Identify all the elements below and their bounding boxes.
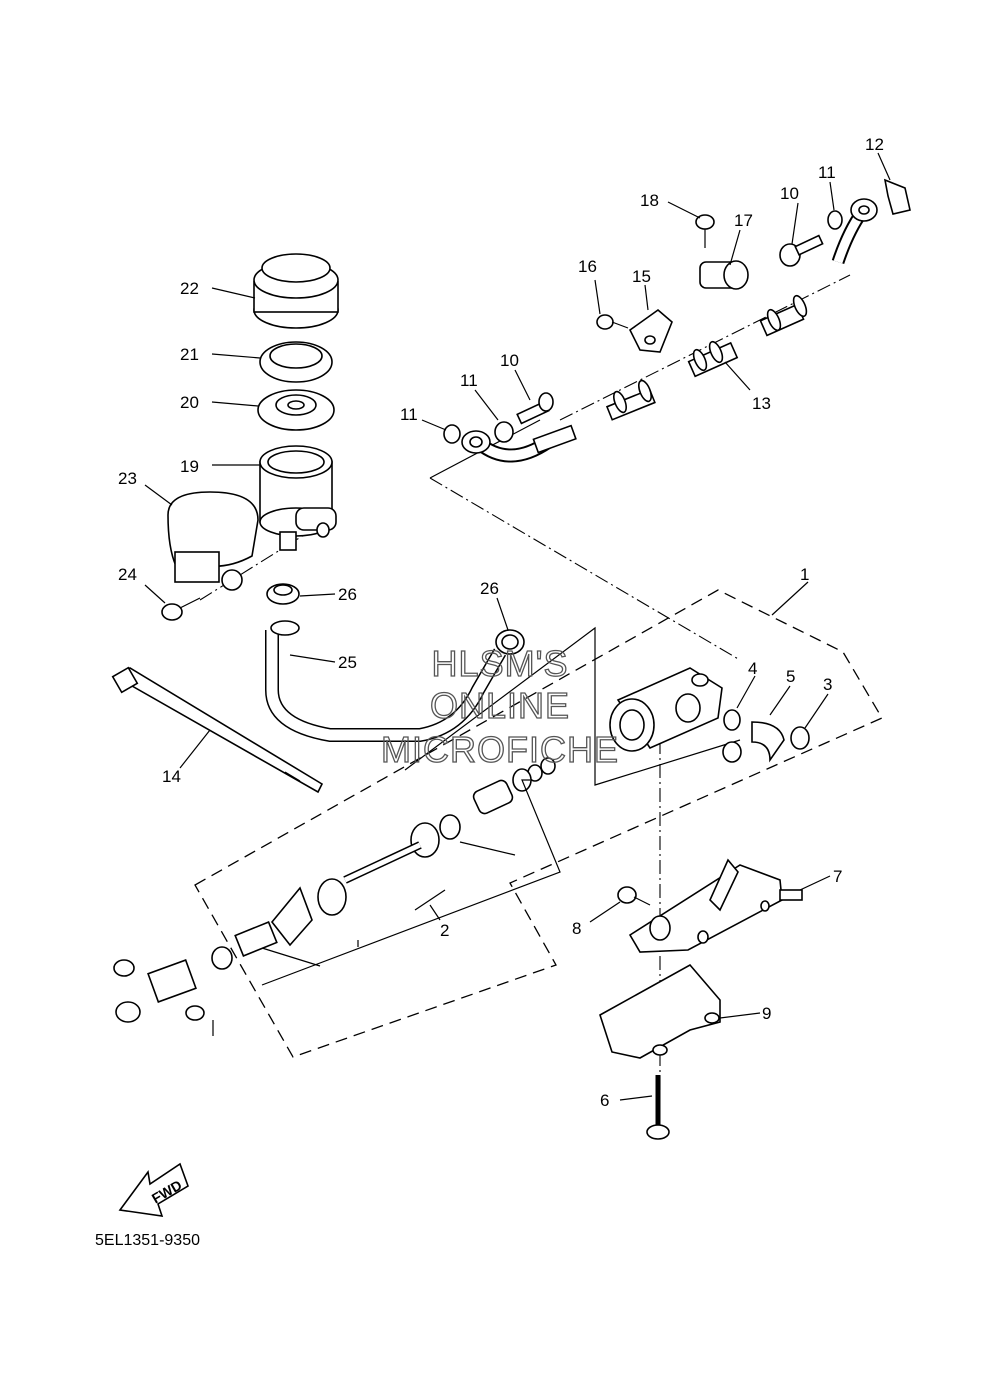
watermark-line-3: MICROFICHE [381, 729, 619, 770]
callout-3: 3 [823, 675, 832, 694]
leader-lines [144, 152, 891, 1101]
callout-2: 2 [440, 921, 449, 940]
diagram-part-code: 5EL1351-9350 [95, 1232, 200, 1249]
callout-21: 21 [180, 345, 199, 364]
guard [599, 963, 721, 1059]
callout-4: 4 [748, 659, 757, 678]
watermark-line-2: ONLINE [430, 685, 570, 726]
o-ring-4 [723, 709, 741, 731]
bolt-8 [617, 886, 651, 906]
washer-11-mid [494, 421, 514, 443]
clip-12 [883, 178, 911, 215]
bolt-6 [646, 1075, 670, 1140]
inner-bracket-frame [404, 626, 741, 786]
callout-22: 22 [180, 279, 199, 298]
watermark-line-1: HLSM'S [432, 643, 569, 684]
callout-18: 18 [640, 191, 659, 210]
callouts: 1 2 3 4 5 6 7 8 9 10 10 11 11 11 12 13 1… [118, 135, 884, 1110]
callout-10-upper: 10 [780, 184, 799, 203]
hose-centerline-upper [559, 274, 851, 421]
callout-24: 24 [118, 565, 137, 584]
cover-bolt [161, 597, 201, 621]
cable-tie [111, 666, 324, 794]
callout-11-lower: 11 [400, 405, 418, 424]
reservoir-cap [253, 253, 339, 329]
circlip-3 [790, 726, 810, 750]
union-bolt-upper [779, 234, 824, 267]
callout-10-lower: 10 [500, 351, 519, 370]
bolt-16 [596, 314, 629, 330]
union-bolt-lower [516, 392, 554, 425]
hose-holder-17 [699, 260, 749, 290]
kit-leader-d [459, 841, 516, 856]
callout-15: 15 [632, 267, 651, 286]
reservoir-hose [265, 620, 507, 742]
hose-clamp-right [495, 629, 525, 655]
hose-centerline [429, 477, 741, 661]
reservoir-tank [259, 445, 337, 551]
clevis-parts [113, 946, 233, 1036]
reservoir-cover [167, 491, 259, 591]
brake-hose [461, 198, 878, 463]
hose-clamp-left [266, 583, 300, 605]
callout-8: 8 [572, 919, 581, 938]
callout-17: 17 [734, 211, 753, 230]
assembly-boundary [194, 589, 883, 1058]
master-cylinder-body [609, 667, 723, 752]
hose-joint-5 [722, 721, 785, 763]
callout-26-right: 26 [480, 579, 499, 598]
forward-arrow: FWD [118, 1162, 189, 1217]
washer-11-upper [827, 210, 843, 230]
callout-14: 14 [162, 767, 181, 786]
bolt-18 [695, 214, 715, 248]
hose-holder-15 [628, 308, 673, 353]
diaphragm-plate [257, 389, 335, 431]
callout-23: 23 [118, 469, 137, 488]
callout-25: 25 [338, 653, 357, 672]
callout-5: 5 [786, 667, 795, 686]
callout-20: 20 [180, 393, 199, 412]
kit-leader-c [414, 889, 446, 911]
kit-leader-a [261, 947, 321, 967]
callout-11-upper: 11 [818, 163, 836, 182]
callout-11-mid: 11 [460, 371, 478, 390]
callout-12: 12 [865, 135, 884, 154]
piston-kit [234, 757, 556, 957]
callout-16: 16 [578, 257, 597, 276]
callout-26-left: 26 [338, 585, 357, 604]
kit-callout-tree [261, 779, 561, 986]
callout-9: 9 [762, 1004, 771, 1023]
watermark: HLSM'S ONLINE MICROFICHE [380, 642, 619, 770]
callout-19: 19 [180, 457, 199, 476]
callout-6: 6 [600, 1091, 609, 1110]
mounting-bracket [628, 858, 803, 953]
diaphragm [259, 341, 333, 383]
callout-13: 13 [752, 394, 771, 413]
callout-7: 7 [833, 867, 842, 886]
washer-11-lower [443, 424, 461, 444]
callout-1: 1 [800, 565, 809, 584]
